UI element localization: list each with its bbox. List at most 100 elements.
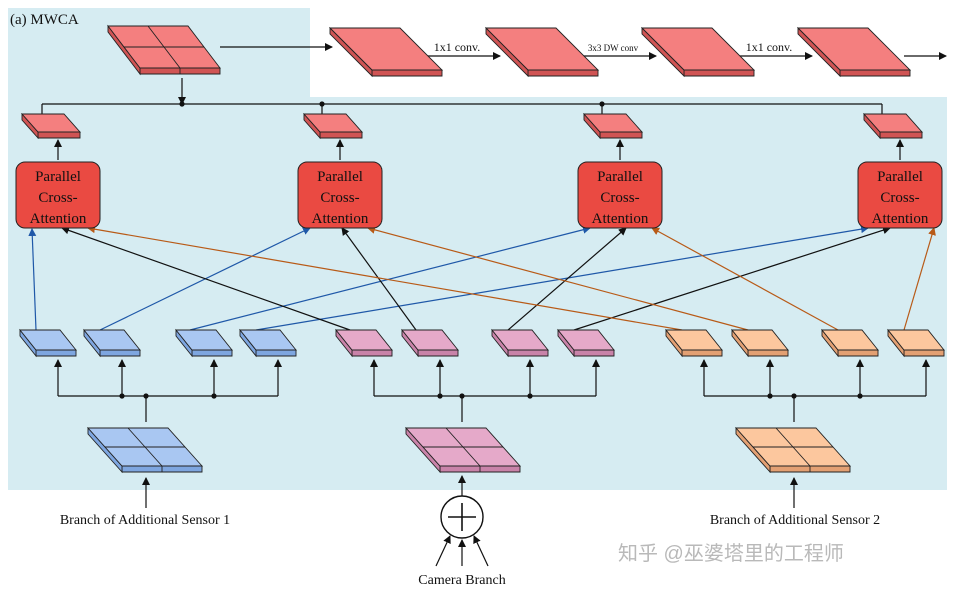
attention-block-text: Parallel	[597, 169, 643, 185]
tile-front-face	[839, 69, 911, 77]
camera-window-map	[335, 328, 393, 358]
conv-label: 3x3 DW conv	[588, 43, 639, 53]
pipeline-feature-map	[484, 26, 600, 78]
pipeline-feature-map	[328, 26, 444, 78]
camera-attention-link	[507, 227, 627, 331]
watermark: 知乎 @巫婆塔里的工程师	[618, 542, 844, 565]
attention-block-text: Parallel	[317, 169, 363, 185]
attention-block-text: Cross-	[880, 190, 919, 206]
attention-block-text: Parallel	[877, 169, 923, 185]
sensor2-feature-map	[734, 426, 852, 474]
tile-top-face	[484, 27, 600, 71]
camera-label: Camera Branch	[418, 573, 505, 588]
camera-attention-link	[573, 226, 891, 331]
tile-top-face	[19, 329, 77, 351]
attention-block-text: Cross-	[600, 190, 639, 206]
tile-top-face	[83, 329, 141, 351]
pipeline-feature-map	[640, 26, 756, 78]
sensor2-window-map	[731, 328, 789, 358]
sensor2-window-map	[887, 328, 945, 358]
attention-block-text: Cross-	[320, 190, 359, 206]
tile-top-face	[557, 329, 615, 351]
tile-top-face	[175, 329, 233, 351]
tile-top-face	[582, 113, 644, 133]
junction-dot	[437, 393, 443, 399]
tile-front-face	[527, 69, 599, 77]
tile-front-face	[747, 349, 789, 357]
junction-dot	[119, 393, 125, 399]
sensor2-label: Branch of Additional Sensor 2	[710, 513, 880, 528]
camera-attention-link	[341, 227, 417, 331]
tile-top-face	[239, 329, 297, 351]
tile-front-face	[681, 349, 723, 357]
tile-front-face	[903, 349, 945, 357]
tile-front-face	[879, 131, 923, 139]
tile-front-face	[319, 131, 363, 139]
tile-top-face	[302, 113, 364, 133]
attention-block-text: Attention	[312, 211, 369, 227]
sensor1-window-map	[175, 328, 233, 358]
tile-front-face	[507, 349, 549, 357]
camera-window-map	[401, 328, 459, 358]
attention-block-box	[15, 161, 101, 229]
camera-attention-link	[61, 226, 351, 331]
camera-window-map	[491, 328, 549, 358]
junction-dot	[857, 393, 863, 399]
attention-output-map	[582, 112, 644, 140]
tile-top-face	[401, 329, 459, 351]
sensor1-label: Branch of Additional Sensor 1	[60, 513, 230, 528]
sensor1-window-map	[239, 328, 297, 358]
sensor1-attention-link	[189, 225, 591, 331]
tile-front-face	[683, 69, 755, 77]
sensor1-attention-link	[255, 225, 869, 331]
tile-front-face	[417, 349, 459, 357]
panel-label: (a) MWCA	[10, 12, 79, 28]
tile-top-face	[491, 329, 549, 351]
pipeline-feature-map	[796, 26, 912, 78]
tile-top-face	[796, 27, 912, 71]
sensor2-attention-link	[367, 225, 749, 331]
tile-front-face	[37, 131, 81, 139]
junction-dot	[179, 101, 185, 107]
tile-top-face	[821, 329, 879, 351]
attention-block-text: Attention	[30, 211, 87, 227]
tile-front-face	[35, 349, 77, 357]
tile-front-face	[573, 349, 615, 357]
tile-top-face	[887, 329, 945, 351]
sensor2-attention-link	[651, 227, 839, 331]
sensor1-attention-link	[28, 228, 37, 331]
camera-sum-arrow	[435, 535, 451, 567]
fused-feature-map	[107, 24, 221, 76]
sensor2-window-map	[821, 328, 879, 358]
mwca-panel	[8, 8, 947, 490]
tile-top-face	[862, 113, 924, 133]
tile-top-face	[731, 329, 789, 351]
tile-front-face	[599, 131, 643, 139]
attention-block-box	[857, 161, 943, 229]
sensor2-attention-link	[87, 225, 683, 331]
tile-front-face	[371, 69, 443, 77]
tile-top-face	[665, 329, 723, 351]
attention-block-box	[577, 161, 663, 229]
tile-front-face	[99, 349, 141, 357]
tile-front-face	[351, 349, 393, 357]
attention-block-text: Cross-	[38, 190, 77, 206]
camera-feature-map	[404, 426, 522, 474]
sensor2-window-map	[665, 328, 723, 358]
tile-front-face	[191, 349, 233, 357]
sensor1-feature-map	[86, 426, 204, 474]
tile-top-face	[328, 27, 444, 71]
sensor2-attention-link	[903, 227, 936, 331]
junction-dot	[767, 393, 773, 399]
attention-output-map	[302, 112, 364, 140]
attention-block-text: Parallel	[35, 169, 81, 185]
camera-window-map	[557, 328, 615, 358]
tile-front-face	[837, 349, 879, 357]
attention-block-text: Attention	[872, 211, 929, 227]
tile-top-face	[640, 27, 756, 71]
